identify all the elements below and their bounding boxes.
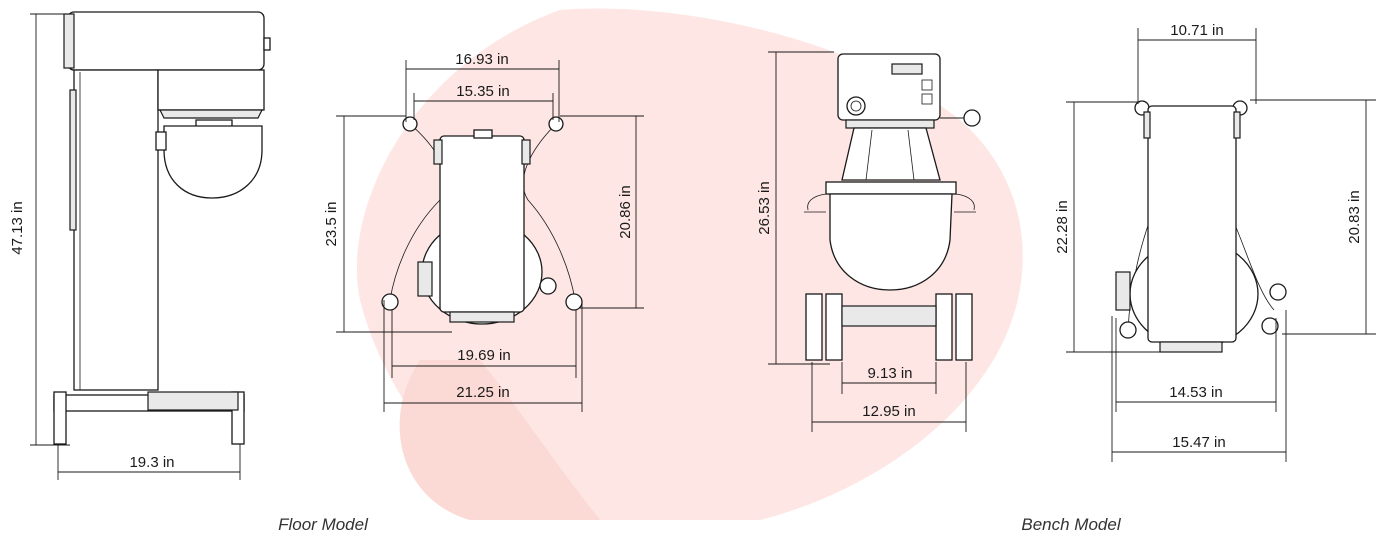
bench-side-top-width-label: 10.71 in xyxy=(1170,22,1223,39)
floor-front-base-inner-label: 19.69 in xyxy=(457,347,510,364)
floor-front-left-height-label: 23.5 in xyxy=(323,201,340,246)
bench-side-base-outer-label: 15.47 in xyxy=(1172,434,1225,451)
bench-front-height-label: 26.53 in xyxy=(756,181,773,234)
bench-front-base-outer-label: 12.95 in xyxy=(862,403,915,420)
floor-front-top-inner-label: 15.35 in xyxy=(456,83,509,100)
floor-front-top-outer-label: 16.93 in xyxy=(455,51,508,68)
floor-front-view xyxy=(336,60,644,412)
floor-front-right-height-label: 20.86 in xyxy=(617,185,634,238)
bench-front-base-inner-label: 9.13 in xyxy=(867,365,912,382)
floor-side-height-label: 47.13 in xyxy=(9,201,26,254)
floor-model-caption: Floor Model xyxy=(278,515,369,534)
bench-front-view xyxy=(768,51,981,432)
bench-side-left-height-label: 22.28 in xyxy=(1054,200,1071,253)
floor-side-view xyxy=(30,11,271,480)
floor-side-depth-label: 19.3 in xyxy=(129,454,174,471)
floor-front-base-outer-label: 21.25 in xyxy=(456,384,509,401)
bench-side-base-inner-label: 14.53 in xyxy=(1169,384,1222,401)
bench-side-right-height-label: 20.83 in xyxy=(1346,190,1363,243)
bench-model-caption: Bench Model xyxy=(1021,515,1121,534)
bench-side-view xyxy=(1066,28,1376,462)
